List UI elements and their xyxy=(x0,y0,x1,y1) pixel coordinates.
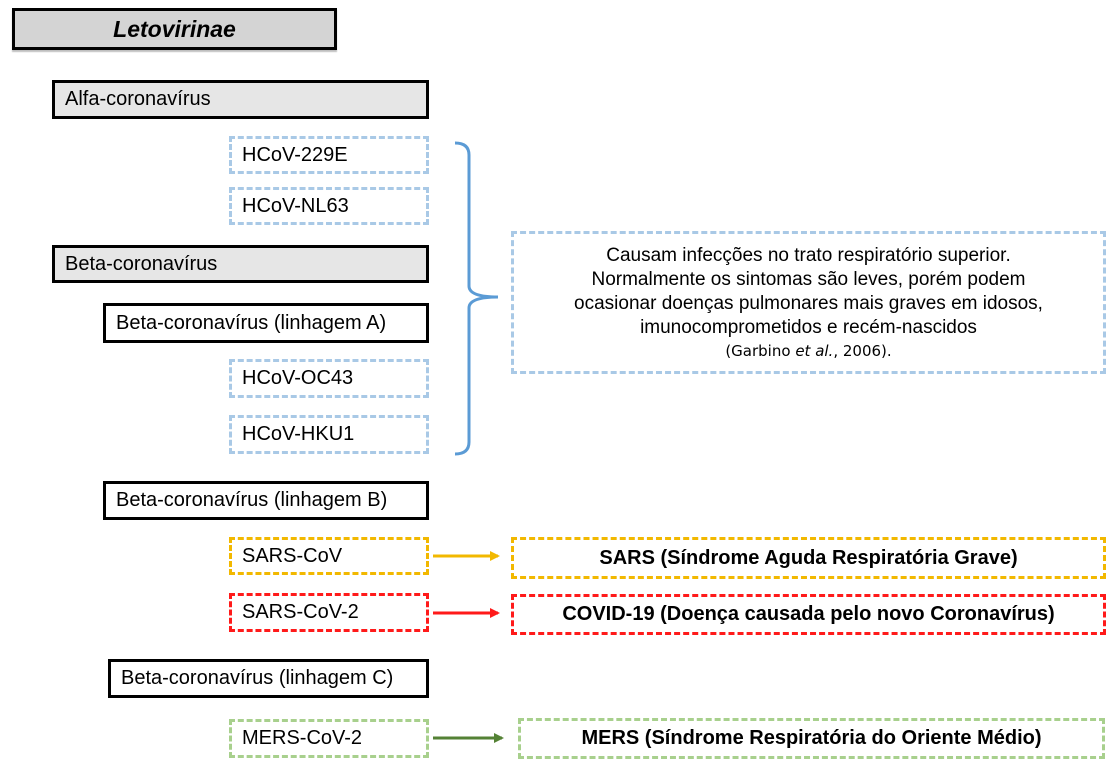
group-beta-linhagem-a: Beta-coronavírus (linhagem A) xyxy=(103,303,429,343)
disease-mers-label: MERS (Síndrome Respiratória do Oriente M… xyxy=(581,727,1042,749)
group-alfa-coronavirus: Alfa-coronavírus xyxy=(52,80,429,119)
virus-mers-cov-2: MERS-CoV-2 xyxy=(229,719,429,758)
virus-hcov-oc43-label: HCoV-OC43 xyxy=(242,367,354,389)
note-line-1: Causam infecções no trato respiratório s… xyxy=(606,244,1011,266)
virus-sars-cov-2: SARS-CoV-2 xyxy=(229,593,429,632)
virus-mers-cov-2-label: MERS-CoV-2 xyxy=(242,727,363,749)
title-box: Letovirinae xyxy=(12,8,337,50)
note-citation: (Garbino et al., 2006). xyxy=(725,340,891,362)
virus-hcov-oc43: HCoV-OC43 xyxy=(229,359,429,398)
citation-author: (Garbino xyxy=(725,341,796,360)
note-line-4: imunocomprometidos e recém-nascidos xyxy=(640,316,977,338)
group-beta-linhagem-c: Beta-coronavírus (linhagem C) xyxy=(108,659,429,698)
note-line-3: ocasionar doenças pulmonares mais graves… xyxy=(574,292,1043,314)
virus-hcov-229e-label: HCoV-229E xyxy=(242,143,348,166)
group-beta-a-label: Beta-coronavírus (linhagem A) xyxy=(116,311,387,334)
virus-hcov-229e: HCoV-229E xyxy=(229,136,429,174)
disease-sars-label: SARS (Síndrome Aguda Respiratória Grave) xyxy=(599,546,1018,569)
group-beta-linhagem-b: Beta-coronavírus (linhagem B) xyxy=(103,481,429,520)
citation-year: , 2006). xyxy=(833,341,892,360)
citation-et-al: et al. xyxy=(795,341,834,360)
virus-sars-cov-2-label: SARS-CoV-2 xyxy=(242,601,359,623)
virus-hcov-hku1-label: HCoV-HKU1 xyxy=(242,423,355,445)
disease-mers: MERS (Síndrome Respiratória do Oriente M… xyxy=(518,718,1105,759)
group-beta-coronavirus: Beta-coronavírus xyxy=(52,245,429,283)
virus-hcov-nl63: HCoV-NL63 xyxy=(229,187,429,225)
virus-sars-cov: SARS-CoV xyxy=(229,537,429,575)
disease-sars: SARS (Síndrome Aguda Respiratória Grave) xyxy=(511,537,1106,579)
group-beta-c-label: Beta-coronavírus (linhagem C) xyxy=(121,667,394,689)
note-line-2: Normalmente os sintomas são leves, porém… xyxy=(591,268,1026,290)
disease-covid-label: COVID-19 (Doença causada pelo novo Coron… xyxy=(562,603,1055,625)
disease-covid-19: COVID-19 (Doença causada pelo novo Coron… xyxy=(511,594,1106,635)
title-label: Letovirinae xyxy=(113,15,236,42)
virus-hcov-hku1: HCoV-HKU1 xyxy=(229,415,429,454)
virus-hcov-nl63-label: HCoV-NL63 xyxy=(242,194,349,217)
virus-sars-cov-label: SARS-CoV xyxy=(242,544,343,567)
group-beta-label: Beta-coronavírus xyxy=(65,252,218,275)
group-beta-b-label: Beta-coronavírus (linhagem B) xyxy=(116,489,388,511)
symptoms-note: Causam infecções no trato respiratório s… xyxy=(511,231,1106,374)
group-alfa-label: Alfa-coronavírus xyxy=(65,88,211,110)
curly-bracket xyxy=(454,141,499,456)
